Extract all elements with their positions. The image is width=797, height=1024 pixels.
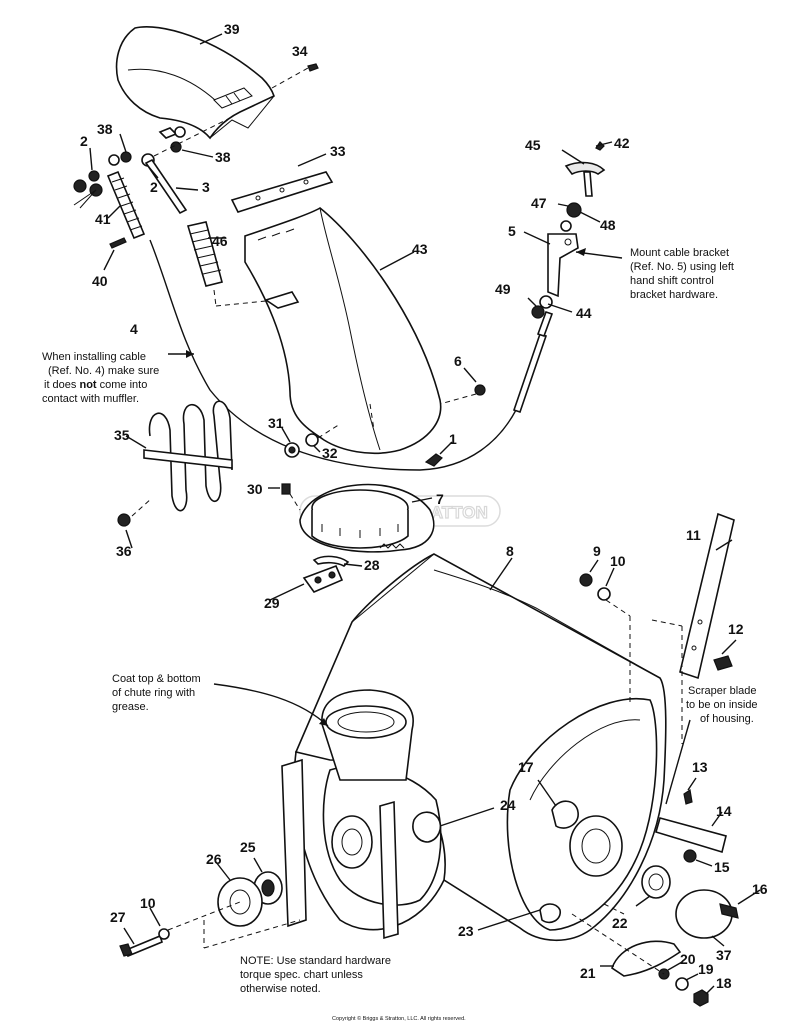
svg-text:it does not come into: it does not come into	[44, 379, 147, 391]
label-28: 28	[364, 557, 380, 573]
label-27: 27	[110, 909, 126, 925]
svg-text:(Ref. No. 4) make sure: (Ref. No. 4) make sure	[48, 365, 159, 377]
discharge-chute	[244, 207, 442, 454]
note-cable-install: When installing cable (Ref. No. 4) make …	[42, 351, 159, 405]
label-35: 35	[114, 427, 130, 443]
label-17: 17	[518, 759, 534, 775]
label-25: 25	[240, 839, 256, 855]
label-18: 18	[716, 975, 732, 991]
label-22: 22	[612, 915, 628, 931]
label-1: 1	[449, 431, 457, 447]
label-15: 15	[714, 859, 730, 875]
cable-bracket-group	[531, 141, 606, 319]
label-24: 24	[500, 797, 516, 813]
label-39: 39	[224, 21, 240, 37]
label-10-bottom: 10	[140, 895, 156, 911]
svg-text:bracket hardware.: bracket hardware.	[630, 289, 718, 301]
label-13: 13	[692, 759, 708, 775]
label-9: 9	[593, 543, 601, 559]
note-mount-cable: Mount cable bracket (Ref. No. 5) using l…	[630, 247, 734, 301]
svg-text:Mount cable bracket: Mount cable bracket	[630, 247, 729, 259]
label-38-right: 38	[215, 149, 231, 165]
svg-text:(Ref. No. 5) using left: (Ref. No. 5) using left	[630, 261, 734, 273]
label-19: 19	[698, 961, 714, 977]
copyright-text: Copyright © Briggs & Stratton, LLC. All …	[332, 1015, 466, 1022]
label-7: 7	[436, 491, 444, 507]
label-33: 33	[330, 143, 346, 159]
svg-text:NOTE: Use standard hardware: NOTE: Use standard hardware	[240, 955, 391, 967]
label-46: 46	[212, 233, 228, 249]
muffler-guard	[143, 400, 233, 512]
label-6: 6	[454, 353, 462, 369]
svg-text:Scraper blade: Scraper blade	[688, 685, 757, 697]
label-23: 23	[458, 923, 474, 939]
svg-text:to be on inside: to be on inside	[686, 699, 758, 711]
label-37: 37	[716, 947, 732, 963]
label-10-top: 10	[610, 553, 626, 569]
note-coat-chute-ring: Coat top & bottom of chute ring with gre…	[112, 673, 201, 713]
label-49: 49	[495, 281, 511, 297]
svg-text:of housing.: of housing.	[700, 713, 754, 725]
label-43: 43	[412, 241, 428, 257]
label-4: 4	[130, 321, 138, 337]
label-12: 12	[728, 621, 744, 637]
note-torque: NOTE: Use standard hardware torque spec.…	[240, 955, 391, 995]
label-38-left: 38	[97, 121, 113, 137]
label-40: 40	[92, 273, 108, 289]
note-scraper-blade: Scraper blade to be on inside of housing…	[686, 685, 758, 725]
auger-housing	[281, 553, 667, 941]
label-48: 48	[600, 217, 616, 233]
label-14: 14	[716, 803, 732, 819]
label-29: 29	[264, 595, 280, 611]
cable-spring	[106, 170, 146, 240]
label-44: 44	[576, 305, 592, 321]
label-11: 11	[686, 527, 701, 543]
svg-text:When installing cable: When installing cable	[42, 351, 146, 363]
label-2-left: 2	[80, 133, 88, 149]
chute-ring	[299, 483, 435, 553]
svg-text:of chute ring with: of chute ring with	[112, 687, 195, 699]
label-2-right: 2	[150, 179, 158, 195]
label-21: 21	[580, 965, 596, 981]
label-32: 32	[322, 445, 338, 461]
svg-text:otherwise noted.: otherwise noted.	[240, 983, 321, 995]
svg-text:hand shift control: hand shift control	[630, 275, 714, 287]
label-42: 42	[614, 135, 630, 151]
label-26: 26	[206, 851, 222, 867]
label-36: 36	[116, 543, 132, 559]
label-16: 16	[752, 881, 768, 897]
label-30: 30	[247, 481, 263, 497]
label-31: 31	[268, 415, 284, 431]
label-8: 8	[506, 543, 514, 559]
label-47: 47	[531, 195, 547, 211]
svg-text:Coat top & bottom: Coat top & bottom	[112, 673, 201, 685]
label-41: 41	[95, 211, 111, 227]
label-3: 3	[202, 179, 210, 195]
svg-text:contact with muffler.: contact with muffler.	[42, 393, 139, 405]
part-labels: 39 34 38 2 38 2 3 41 46 40 4 33 43 45 42…	[80, 21, 768, 991]
chute-deflector	[115, 26, 275, 140]
label-34: 34	[292, 43, 308, 59]
label-45: 45	[525, 137, 541, 153]
svg-text:grease.: grease.	[112, 701, 149, 713]
svg-text:torque spec. chart unless: torque spec. chart unless	[240, 969, 363, 981]
label-5: 5	[508, 223, 516, 239]
label-20: 20	[680, 951, 696, 967]
